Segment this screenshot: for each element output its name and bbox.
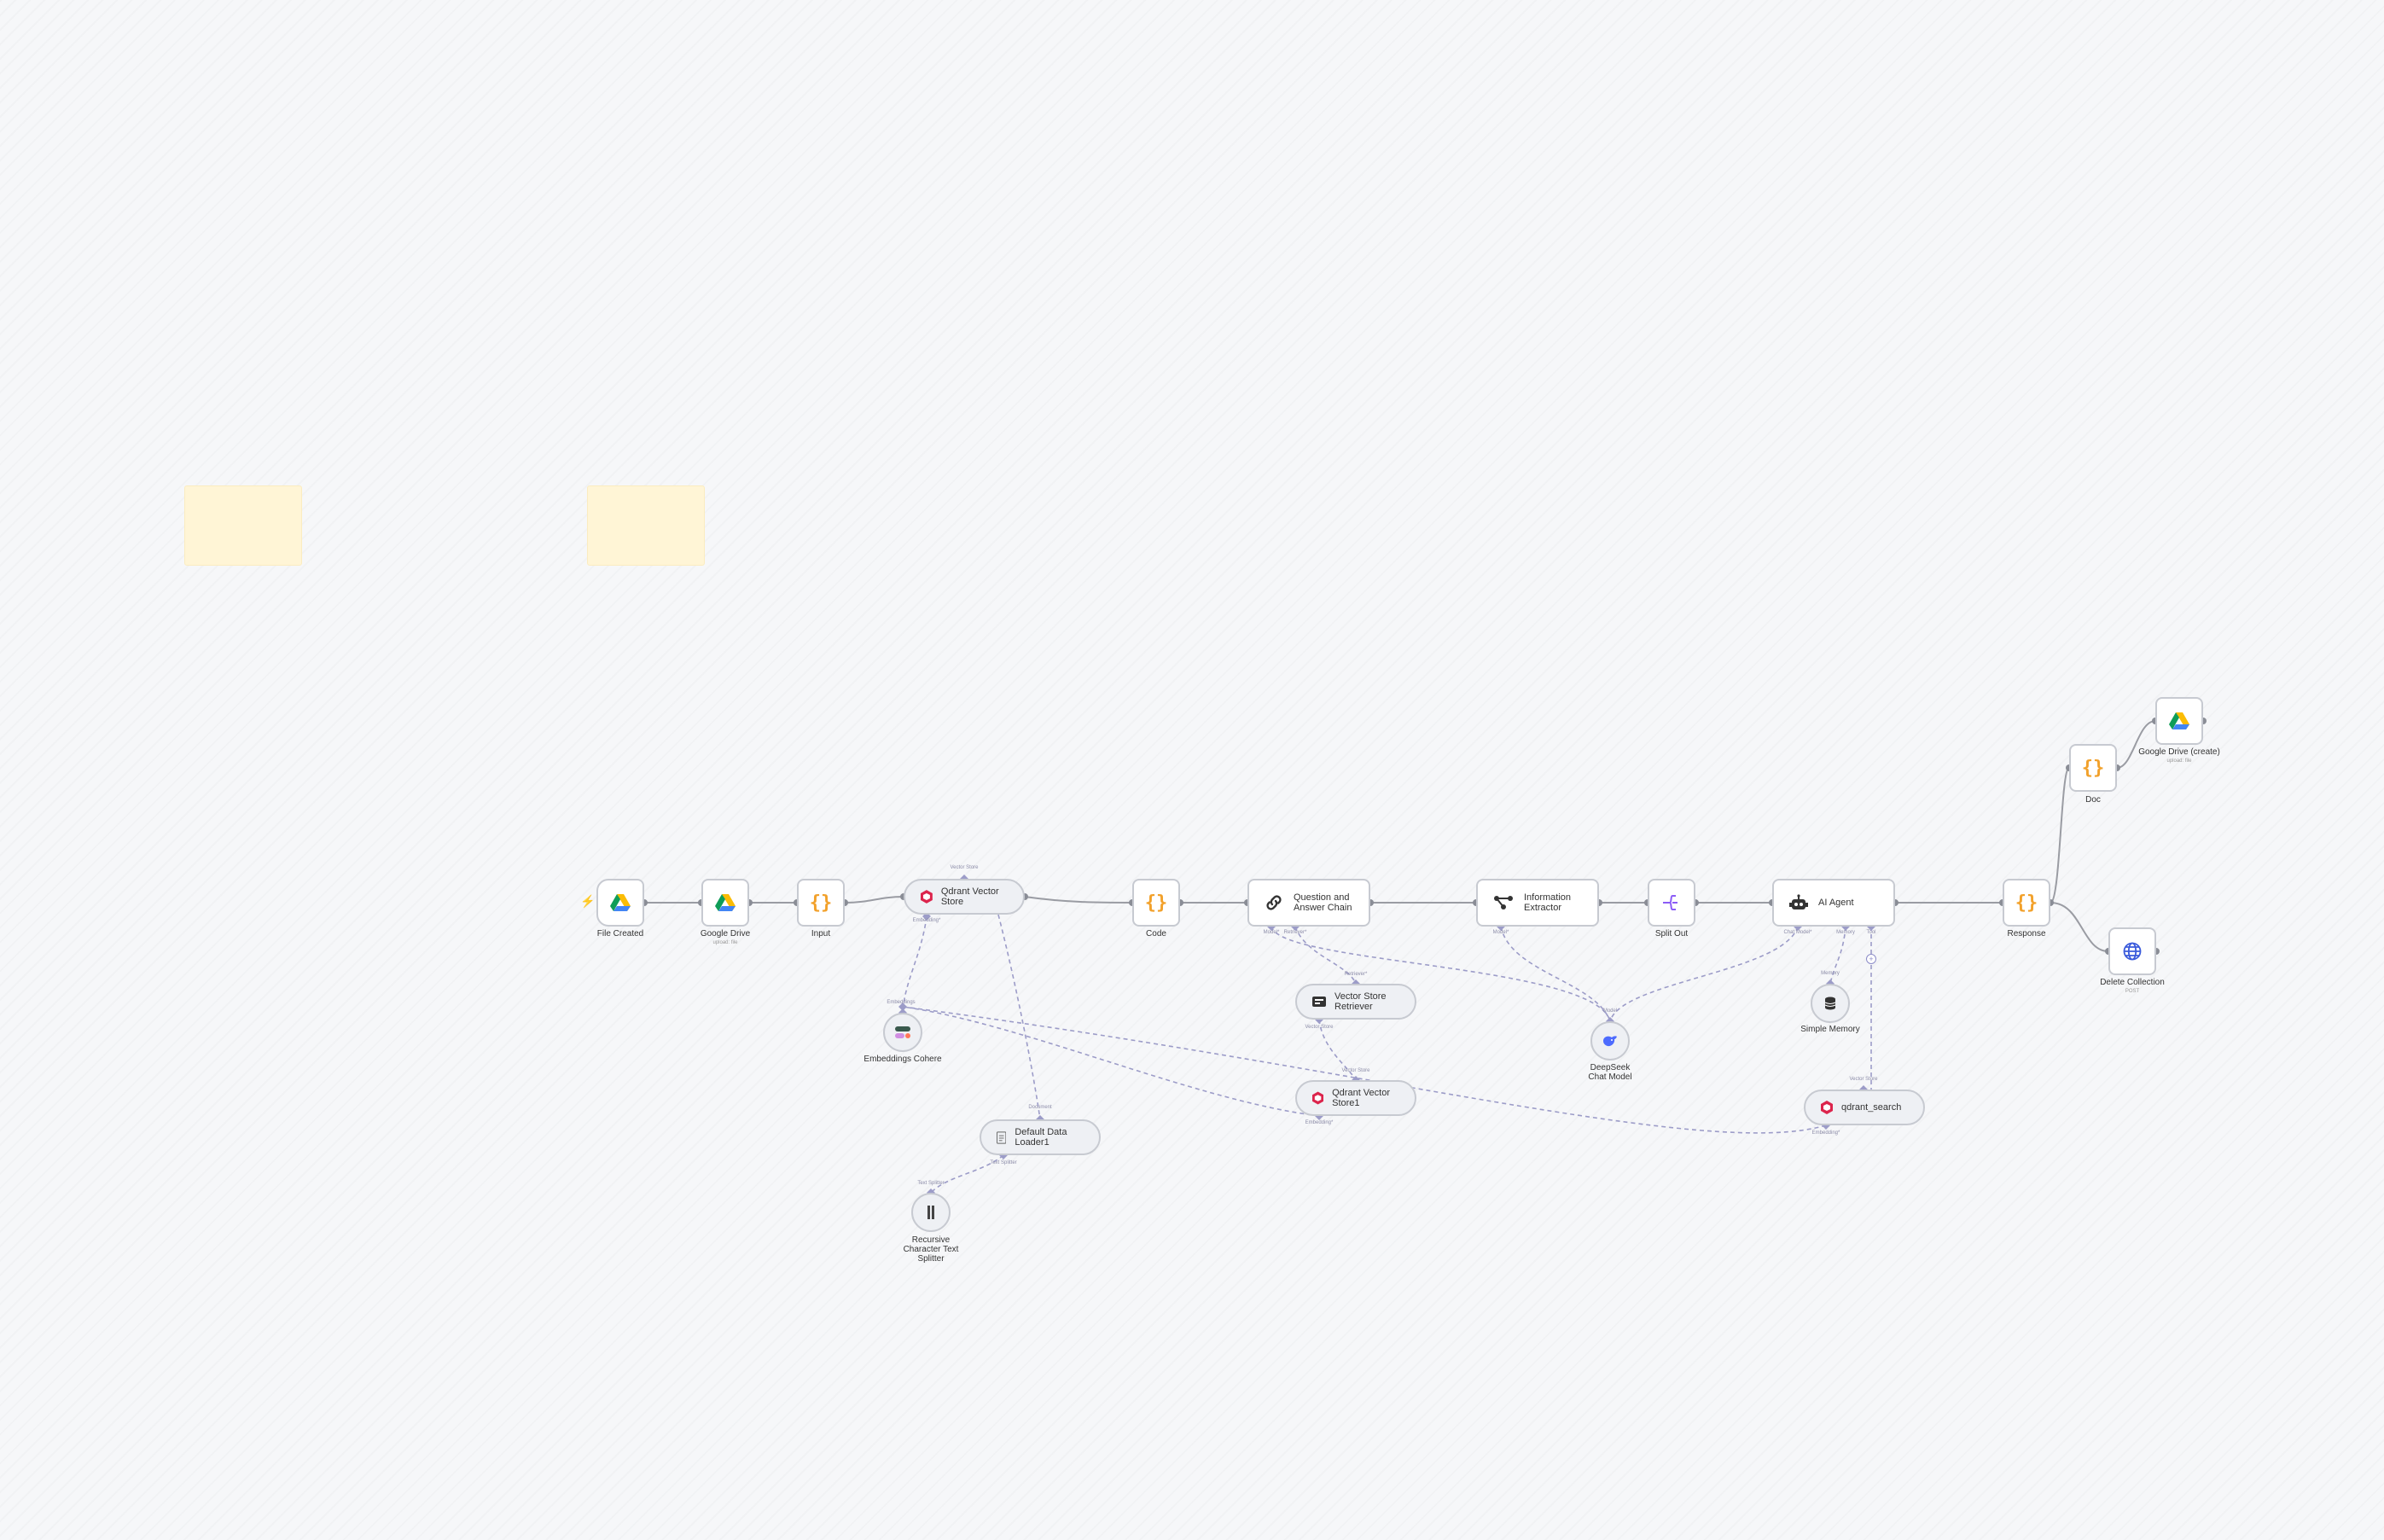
document-icon bbox=[997, 1130, 1007, 1144]
port-label-text-splitter: Text Splitter bbox=[990, 1160, 1017, 1165]
main-connection[interactable] bbox=[2050, 902, 2109, 952]
port-label-tool: Tool bbox=[1866, 930, 1876, 935]
node-qdrant-vector-store1[interactable]: Qdrant Vector Store1 bbox=[1295, 1080, 1416, 1116]
sub-node-connection[interactable] bbox=[1500, 926, 1611, 1022]
node-sublabel: POST bbox=[2125, 989, 2140, 994]
sticky-note[interactable] bbox=[587, 485, 705, 566]
node-delete-collection[interactable] bbox=[2108, 927, 2156, 975]
port-label-text-splitter: Text Splitter bbox=[917, 1181, 945, 1186]
main-connection[interactable] bbox=[844, 896, 904, 904]
extractor-icon bbox=[1494, 896, 1513, 909]
node-ai-agent[interactable]: AI Agent bbox=[1772, 879, 1895, 927]
node-default-data-loader[interactable]: Default Data Loader1 bbox=[980, 1119, 1101, 1155]
qdrant-icon bbox=[921, 890, 933, 904]
node-label: Embeddings Cohere bbox=[863, 1055, 942, 1064]
code-braces-icon: {} bbox=[809, 892, 833, 914]
node-sublabel: upload: file bbox=[2166, 758, 2192, 764]
node-label: Input bbox=[811, 929, 831, 939]
retriever-icon bbox=[1312, 997, 1326, 1007]
port-label-embeddings: Embeddings bbox=[887, 1000, 916, 1005]
sub-node-connection[interactable] bbox=[902, 1006, 1320, 1117]
code-braces-icon: {} bbox=[2015, 892, 2038, 914]
node-label: Google Drive bbox=[700, 929, 751, 939]
port-label-model-short: Model bbox=[1602, 1008, 1618, 1014]
link-icon bbox=[1266, 895, 1282, 910]
node-embeddings-cohere[interactable] bbox=[883, 1013, 922, 1052]
deepseek-icon bbox=[1603, 1036, 1617, 1047]
node-code[interactable]: {} bbox=[1132, 879, 1180, 927]
node-information-extractor[interactable]: Information Extractor bbox=[1476, 879, 1599, 927]
node-qdrant-search[interactable]: qdrant_search bbox=[1804, 1090, 1925, 1125]
google-drive-icon bbox=[2169, 712, 2189, 729]
node-doc[interactable]: {} bbox=[2069, 744, 2117, 792]
port-label-embedding: Embedding* bbox=[912, 918, 941, 923]
code-braces-icon: {} bbox=[1144, 892, 1168, 914]
port-label-model: Model* bbox=[1492, 930, 1509, 935]
port-label-model: Model* bbox=[1263, 930, 1280, 935]
node-label: Delete Collection bbox=[2100, 978, 2165, 987]
main-connection[interactable] bbox=[2116, 720, 2156, 769]
port-label-memory: Memory bbox=[1836, 930, 1855, 935]
port-label-vector-store: Vector Store bbox=[1849, 1077, 1878, 1082]
node-split-out[interactable] bbox=[1648, 879, 1695, 927]
port-label-embedding: Embedding* bbox=[1811, 1130, 1840, 1136]
node-google-drive[interactable] bbox=[701, 879, 749, 927]
node-input[interactable]: {} bbox=[797, 879, 845, 927]
split-out-icon bbox=[1663, 895, 1678, 910]
splitter-icon bbox=[927, 1206, 934, 1219]
port-label-document: Document bbox=[1028, 1105, 1052, 1110]
main-connection[interactable] bbox=[1024, 896, 1133, 904]
add-tool-button[interactable]: + bbox=[1866, 954, 1876, 964]
qdrant-icon bbox=[1821, 1101, 1833, 1114]
sub-node-connection[interactable] bbox=[1609, 926, 1799, 1022]
node-qa-chain[interactable]: Question and Answer Chain bbox=[1247, 879, 1370, 927]
node-recursive-text-splitter[interactable] bbox=[911, 1193, 951, 1232]
sub-node-connection[interactable] bbox=[902, 915, 927, 1014]
port-label-vector-store: Vector Store bbox=[950, 865, 979, 870]
port-label-embedding: Embedding* bbox=[1305, 1120, 1334, 1125]
globe-icon bbox=[2123, 942, 2142, 961]
main-connection[interactable] bbox=[2050, 767, 2070, 904]
node-label: DeepSeek Chat Model bbox=[1588, 1063, 1632, 1082]
qdrant-icon bbox=[1312, 1091, 1324, 1105]
node-simple-memory[interactable] bbox=[1811, 984, 1850, 1023]
code-braces-icon: {} bbox=[2081, 757, 2105, 779]
sub-node-connection[interactable] bbox=[997, 914, 1041, 1120]
node-label: Code bbox=[1146, 929, 1166, 939]
database-icon bbox=[1824, 997, 1836, 1010]
node-label: Doc bbox=[2085, 795, 2101, 805]
node-label: Response bbox=[2007, 929, 2046, 939]
google-drive-icon bbox=[610, 894, 631, 911]
port-label-memory: Memory bbox=[1821, 971, 1840, 976]
node-google-drive-create[interactable] bbox=[2155, 697, 2203, 745]
cohere-icon bbox=[895, 1026, 910, 1038]
node-label: Google Drive (create) bbox=[2138, 747, 2220, 757]
node-vector-store-retriever[interactable]: Vector Store Retriever bbox=[1295, 984, 1416, 1020]
sticky-note[interactable] bbox=[184, 485, 302, 566]
node-deepseek-chat-model[interactable] bbox=[1590, 1021, 1630, 1061]
trigger-bolt-icon: ⚡ bbox=[580, 894, 596, 908]
port-label-retriever: Retriever* bbox=[1283, 930, 1307, 935]
port-label-retriever: Retriever* bbox=[1344, 972, 1368, 977]
port-label-vector-store: Vector Store bbox=[1305, 1025, 1334, 1030]
node-label: File Created bbox=[596, 929, 644, 939]
node-response[interactable]: {} bbox=[2003, 879, 2050, 927]
port-label-chat-model: Chat Model* bbox=[1783, 930, 1812, 935]
google-drive-icon bbox=[715, 894, 736, 911]
port-label-vector-store: Vector Store bbox=[1341, 1068, 1370, 1073]
node-file-created[interactable] bbox=[596, 879, 644, 927]
node-label: Recursive Character Text Splitter bbox=[903, 1235, 959, 1264]
robot-icon bbox=[1789, 894, 1808, 909]
node-label: Split Out bbox=[1654, 929, 1689, 939]
node-sublabel: upload: file bbox=[712, 940, 738, 945]
node-qdrant-vector-store[interactable]: Qdrant Vector Store bbox=[904, 879, 1025, 915]
node-label: Simple Memory bbox=[1800, 1025, 1860, 1034]
